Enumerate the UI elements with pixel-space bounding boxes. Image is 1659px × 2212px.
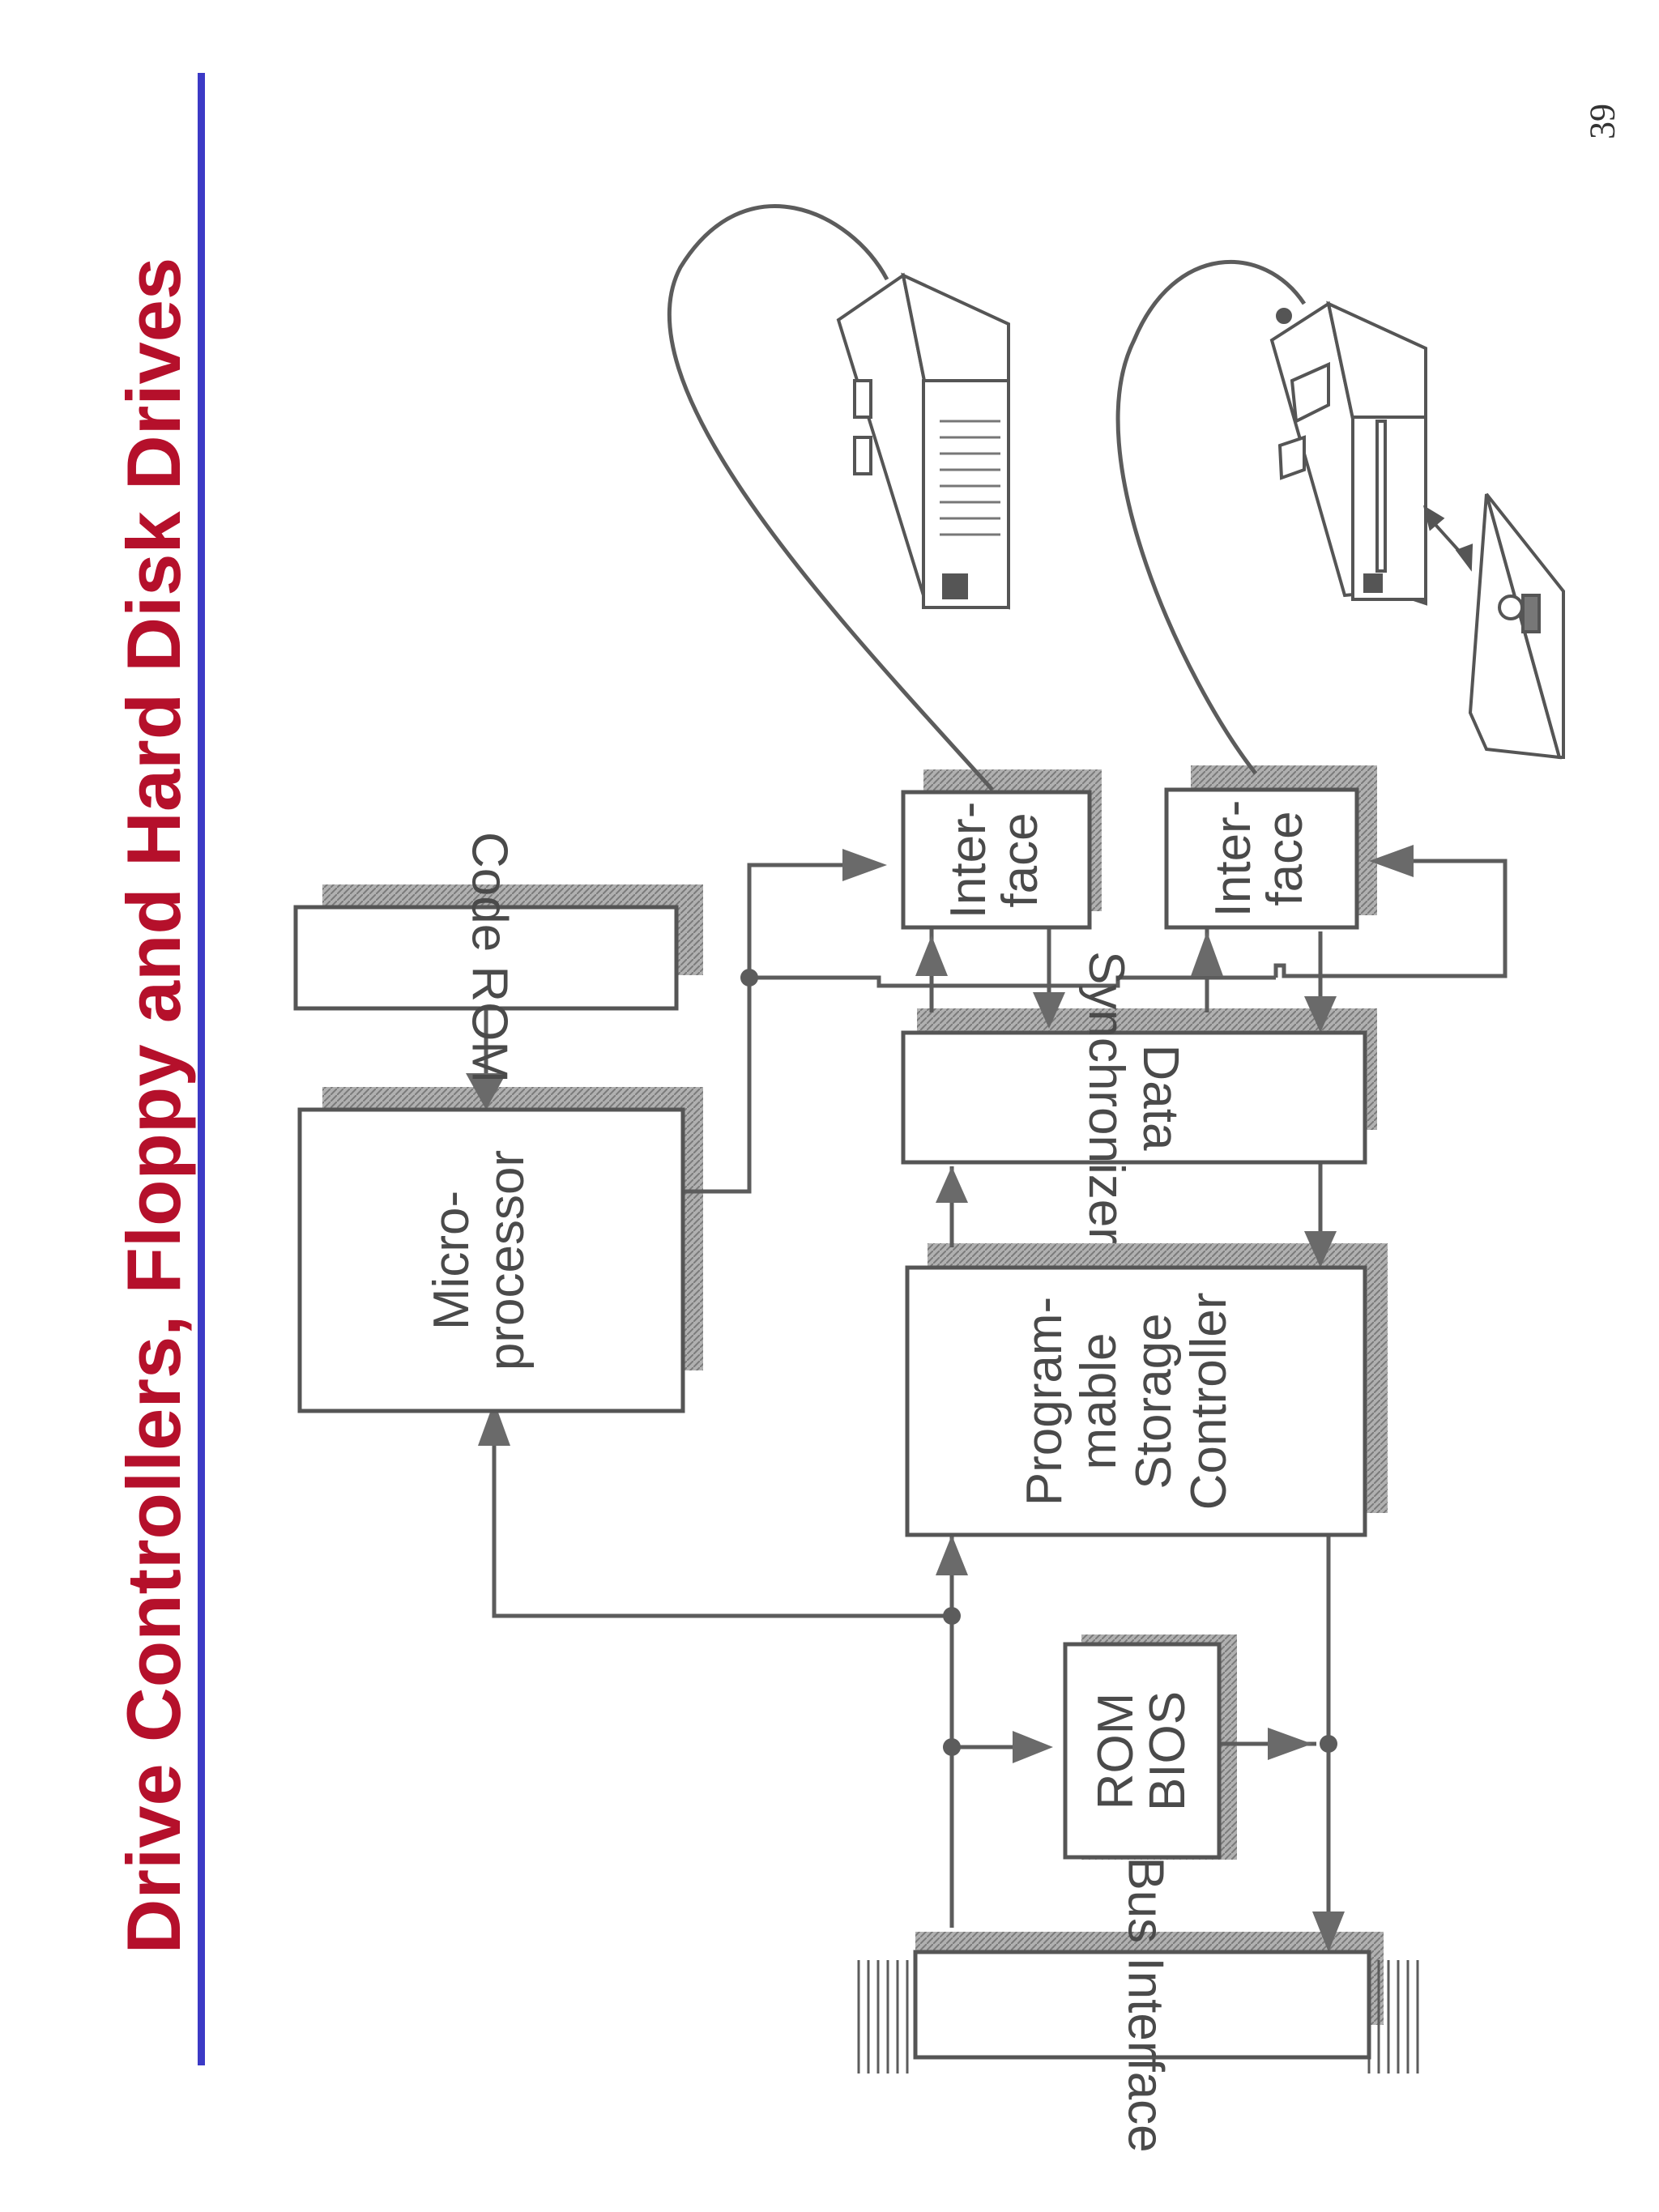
hard-disk-drive-icon	[836, 272, 1010, 610]
storage-controller-label: Program- mable Storage Controller	[1017, 1293, 1237, 1511]
svg-text:face: face	[1257, 811, 1313, 906]
bus-interface-box	[913, 1950, 1371, 2060]
svg-text:Data: Data	[1132, 1045, 1188, 1151]
code-rom-box	[293, 905, 679, 1011]
microprocessor-label: Micro- processor	[424, 1150, 535, 1370]
svg-text:processor: processor	[479, 1150, 535, 1370]
data-synchronizer-box	[901, 1030, 1367, 1165]
blocks	[293, 787, 1371, 2060]
floppy-drive-icon	[1269, 300, 1427, 606]
arrowheads	[466, 845, 1414, 1952]
svg-text:Micro-: Micro-	[424, 1191, 480, 1330]
floppy-diskette-icon	[1422, 492, 1565, 760]
svg-text:Storage: Storage	[1126, 1313, 1182, 1489]
interface-1-box	[901, 790, 1092, 930]
bus-interface-label: Bus Interface	[1118, 1856, 1174, 2152]
code-rom-label: Code ROM	[462, 832, 518, 1083]
svg-text:Inter-: Inter-	[1205, 800, 1261, 918]
svg-text:Inter-: Inter-	[940, 802, 996, 919]
svg-text:BIOS: BIOS	[1140, 1691, 1196, 1811]
svg-text:Synchronizer: Synchronizer	[1078, 951, 1134, 1244]
interface-2-label: Inter- face	[1205, 800, 1313, 918]
junction-dots	[740, 969, 1337, 1756]
svg-text:Controller: Controller	[1181, 1293, 1237, 1511]
rom-bios-box	[1063, 1642, 1222, 1860]
title-rule	[198, 73, 205, 2065]
svg-text:Program-: Program-	[1017, 1297, 1073, 1506]
microprocessor-box	[297, 1107, 685, 1413]
svg-text:ROM: ROM	[1088, 1693, 1144, 1810]
rom-bios-label: ROM BIOS	[1088, 1691, 1196, 1811]
svg-text:face: face	[992, 812, 1048, 907]
svg-text:mable: mable	[1071, 1333, 1127, 1470]
interface-1-label: Inter- face	[940, 802, 1048, 919]
storage-controller-box	[905, 1265, 1367, 1537]
interface-2-box	[1164, 787, 1359, 930]
data-synchronizer-label: Data Synchronizer	[1078, 951, 1188, 1244]
